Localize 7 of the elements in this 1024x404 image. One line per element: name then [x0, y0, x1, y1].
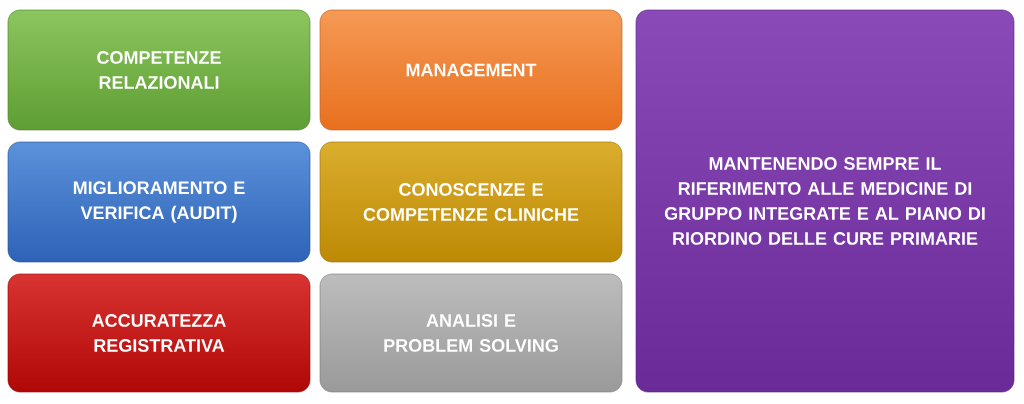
text-box: ACCURATEZZA REGISTRATIVA [7, 273, 311, 393]
text-box: MANAGEMENT [319, 9, 623, 131]
text-box: ANALISI E PROBLEM SOLVING [319, 273, 623, 393]
text-box: COMPETENZE RELAZIONALI [7, 9, 311, 131]
text-box: MIGLIORAMENTO E VERIFICA (AUDIT) [7, 141, 311, 263]
text-box: CONOSCENZE E COMPETENZE CLINICHE [319, 141, 623, 263]
text-box: MANTENENDO SEMPRE IL RIFERIMENTO ALLE MEDICINE DI GRUPPO INTEGRATE E AL PIANO DI RIORDINO DELLE CURE PRIMARIE [635, 9, 1015, 393]
